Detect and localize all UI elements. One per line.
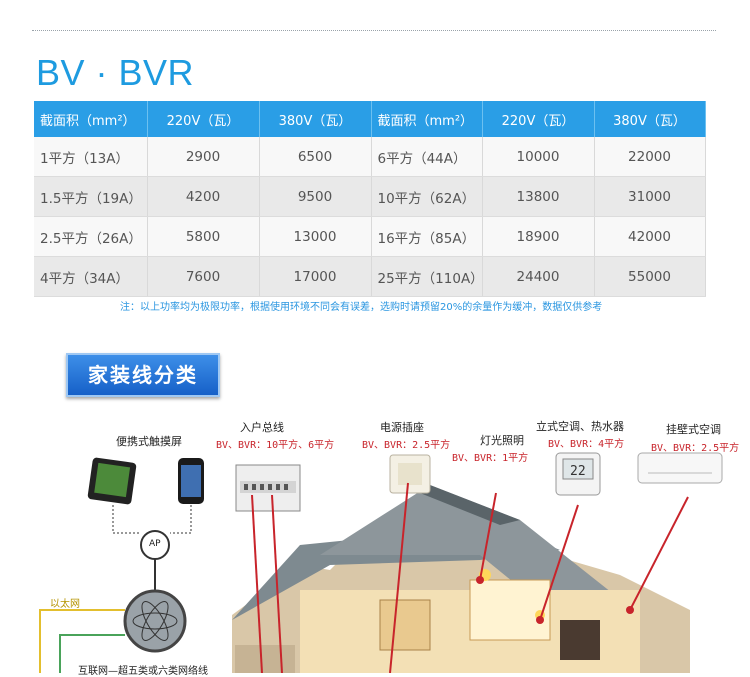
table-cell: 4200 (147, 176, 260, 217)
table-cell: 24400 (482, 256, 595, 297)
wall-ac-spec: BV、BVR：2.5平方 (651, 443, 740, 454)
table-cell: 31000 (594, 176, 706, 217)
table-cell: 1.5平方（19A） (34, 176, 148, 217)
entry-bus-spec: BV、BVR：10平方、6平方 (216, 440, 335, 451)
tablet-device (87, 457, 137, 505)
header-220v: 220V（瓦） (147, 101, 260, 137)
floor-ac-label: 立式空调、热水器 (536, 420, 624, 433)
table-cell: 17000 (259, 256, 372, 297)
thermostat-readout: 22 (570, 464, 586, 479)
table-cell: 13000 (259, 216, 372, 257)
home-wiring-diagram: 22 便携式触摸屏 入户总线 BV、BVR：10平方、6平方 电源插座 BV、B… (0, 405, 750, 677)
ethernet-label: 以太网 (50, 599, 80, 610)
table-cell: 16平方（85A） (371, 216, 483, 257)
table-footnote: 注：以上功率均为极限功率，根据使用环境不同会有误差，选购时请预留20%的余量作为… (120, 302, 603, 313)
table-row: 1.5平方（19A） 4200 9500 10平方（62A） 13800 310… (34, 176, 706, 217)
table-cell: 10平方（62A） (371, 176, 483, 217)
table-cell: 7600 (147, 256, 260, 297)
page-title: BV · BVR (36, 52, 195, 93)
section-banner: 家装线分类 (66, 353, 220, 397)
table-cell: 4平方（34A） (34, 256, 148, 297)
house-illustration (232, 485, 690, 673)
table-header-row: 截面积（mm²） 220V（瓦） 380V（瓦） 截面积（mm²） 220V（瓦… (34, 101, 706, 137)
table-cell: 1平方（13A） (34, 137, 148, 177)
entry-bus-label: 入户总线 (240, 421, 284, 434)
header-380v: 380V（瓦） (594, 101, 706, 137)
table-cell: 9500 (259, 176, 372, 217)
wiring-red-lines (251, 482, 689, 673)
smartphone-device (178, 458, 204, 504)
table-row: 1平方（13A） 2900 6500 6平方（44A） 10000 22000 (34, 137, 706, 177)
table-cell: 22000 (594, 137, 706, 177)
table-cell: 18900 (482, 216, 595, 257)
floor-ac-spec: BV、BVR：4平方 (548, 439, 625, 450)
table-cell: 10000 (482, 137, 595, 177)
wall-socket (389, 454, 431, 494)
router-globe-icon (123, 589, 187, 653)
header-220v: 220V（瓦） (482, 101, 595, 137)
table-cell: 25平方（110A） (371, 256, 484, 297)
top-dotted-divider (32, 30, 716, 31)
header-380v: 380V（瓦） (259, 101, 372, 137)
header-area: 截面积（mm²） (371, 101, 483, 137)
table-cell: 6平方（44A） (371, 137, 483, 177)
table-cell: 2900 (147, 137, 260, 177)
header-area: 截面积（mm²） (34, 101, 148, 137)
thermostat-panel (555, 452, 601, 496)
touchscreen-label: 便携式触摸屏 (116, 435, 182, 448)
lighting-spec: BV、BVR：1平方 (452, 453, 529, 464)
ap-label: AP (149, 539, 161, 549)
diagram-graphics: 22 (39, 452, 723, 673)
table-cell: 42000 (594, 216, 706, 257)
table-row: 2.5平方（26A） 5800 13000 16平方（85A） 18900 42… (34, 216, 706, 257)
table-cell: 13800 (482, 176, 595, 217)
table-cell: 6500 (259, 137, 372, 177)
lighting-label: 灯光照明 (480, 434, 524, 447)
power-capacity-table: 截面积（mm²） 220V（瓦） 380V（瓦） 截面积（mm²） 220V（瓦… (34, 101, 706, 297)
wall-air-conditioner (637, 452, 723, 484)
table-cell: 2.5平方（26A） (34, 216, 148, 257)
distribution-box (235, 464, 301, 512)
socket-label: 电源插座 (380, 421, 424, 434)
table-cell: 5800 (147, 216, 260, 257)
table-row: 4平方（34A） 7600 17000 25平方（110A） 24400 550… (34, 256, 706, 297)
socket-spec: BV、BVR：2.5平方 (362, 440, 451, 451)
wall-ac-label: 挂壁式空调 (666, 423, 721, 436)
internet-cable-label: 互联网—超五类或六类网络线 (78, 666, 208, 677)
table-cell: 55000 (594, 256, 706, 297)
